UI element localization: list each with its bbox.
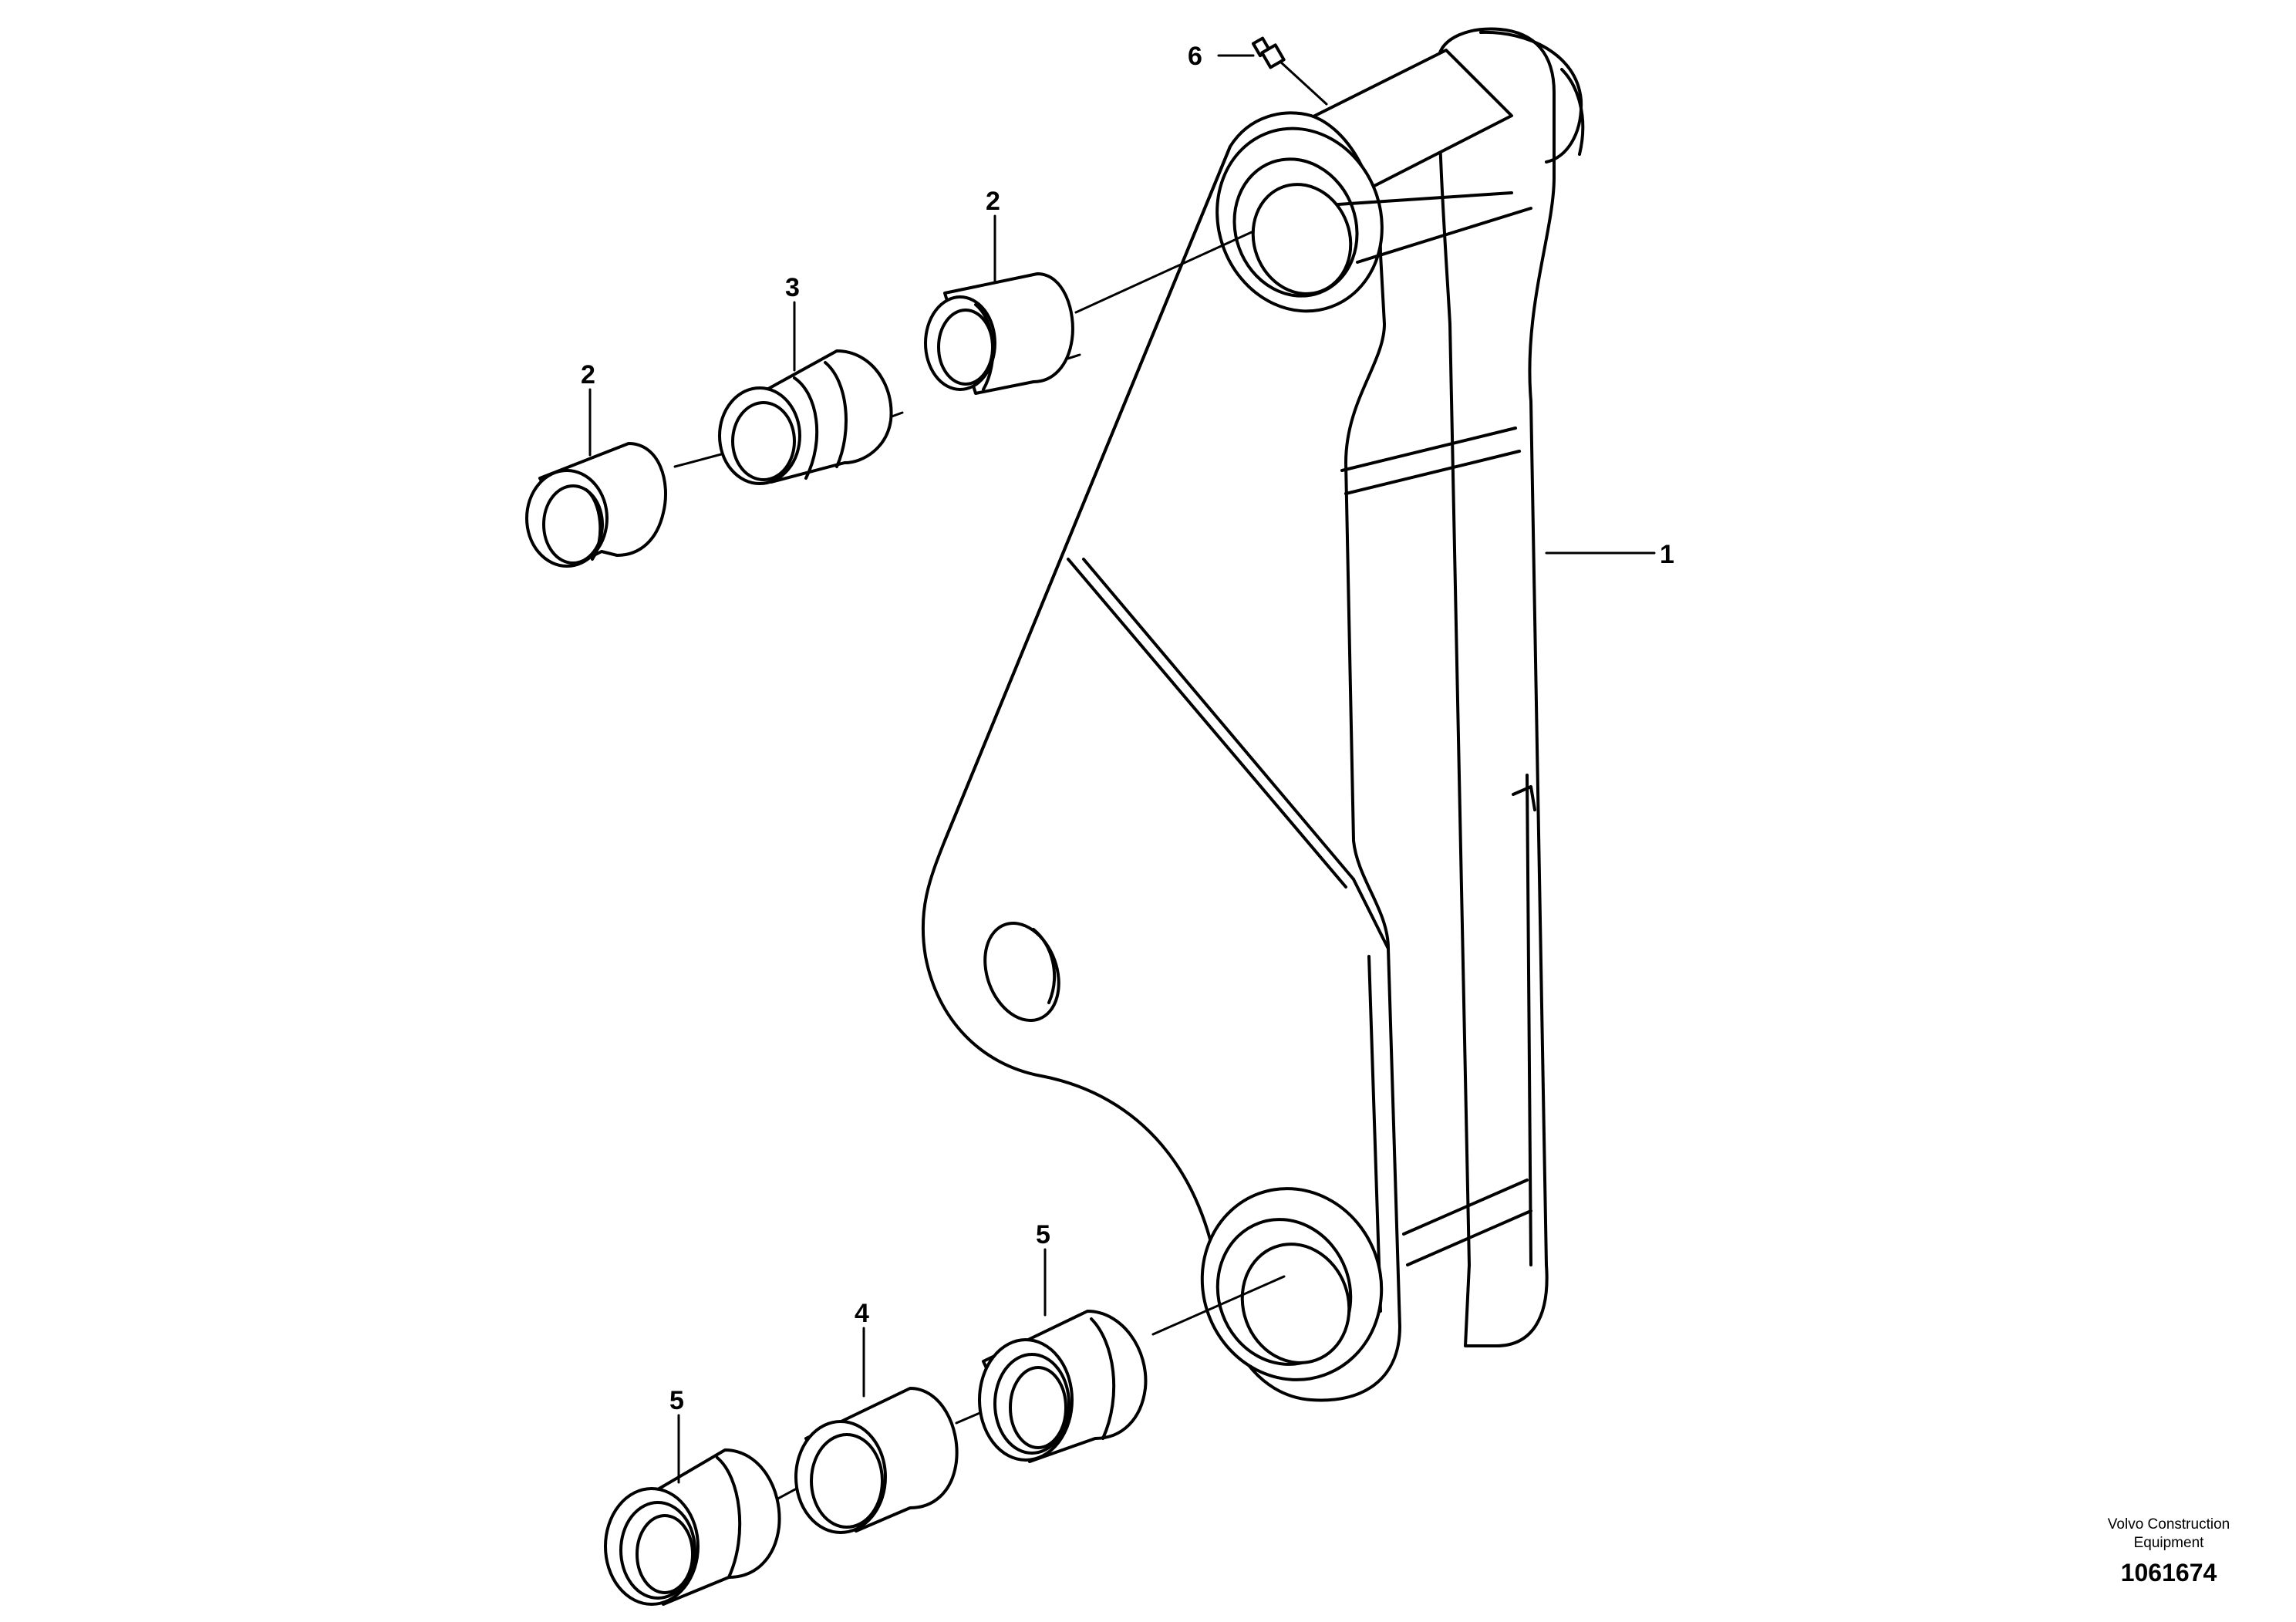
bushing-part-2-left bbox=[525, 442, 667, 568]
lower-bore bbox=[1240, 1243, 1351, 1364]
callout-2-left: 2 bbox=[581, 360, 595, 389]
callout-5-left: 5 bbox=[669, 1386, 684, 1415]
bushing-part-3 bbox=[718, 349, 893, 485]
leader-lines bbox=[588, 54, 1656, 1484]
upper-bore bbox=[1251, 183, 1353, 295]
callout-3: 3 bbox=[785, 273, 800, 302]
arm-rear-plate bbox=[1437, 27, 1556, 1347]
callout-4: 4 bbox=[855, 1299, 869, 1328]
callout-5-right: 5 bbox=[1036, 1220, 1050, 1249]
arm-rear-boss bbox=[1479, 30, 1583, 164]
bushing-part-2-right bbox=[924, 272, 1074, 395]
middle-bore bbox=[983, 922, 1060, 1022]
callout-2-right: 2 bbox=[986, 187, 1000, 216]
brand-line-2: Equipment bbox=[2134, 1535, 2205, 1551]
link-arm-part-1 bbox=[921, 27, 1585, 1402]
grease-nipple-part-6 bbox=[1251, 36, 1328, 106]
bushing-part-4 bbox=[794, 1387, 959, 1534]
callout-6: 6 bbox=[1188, 42, 1202, 71]
brand-line-1: Volvo Construction bbox=[2108, 1516, 2230, 1533]
bushing-part-5-right bbox=[978, 1310, 1148, 1463]
bushing-part-5-left bbox=[604, 1448, 781, 1606]
footer-block: Volvo Construction Equipment 1061674 bbox=[2108, 1516, 2230, 1587]
callout-1: 1 bbox=[1660, 540, 1674, 569]
drawing-number: 1061674 bbox=[2121, 1559, 2217, 1587]
arm-diagonal-edge bbox=[1067, 558, 1347, 889]
